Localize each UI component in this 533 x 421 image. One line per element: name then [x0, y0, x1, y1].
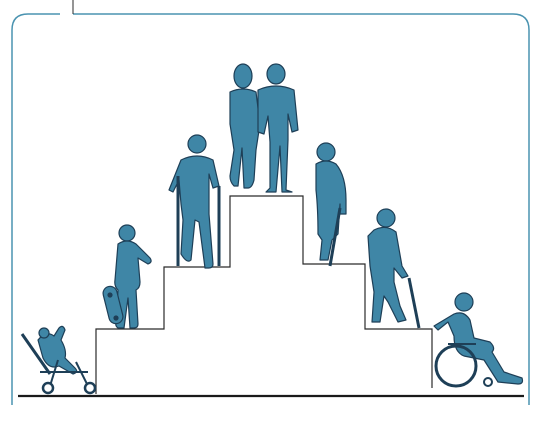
elderly-man-cane-icon [368, 209, 419, 328]
couple-icon [230, 64, 298, 192]
stroller-child-icon [22, 326, 95, 393]
elderly-woman-cane-icon [316, 143, 346, 266]
wheelchair-user-icon [434, 293, 523, 386]
crutches-person-icon [169, 135, 219, 268]
skateboard-child-icon [102, 225, 152, 328]
